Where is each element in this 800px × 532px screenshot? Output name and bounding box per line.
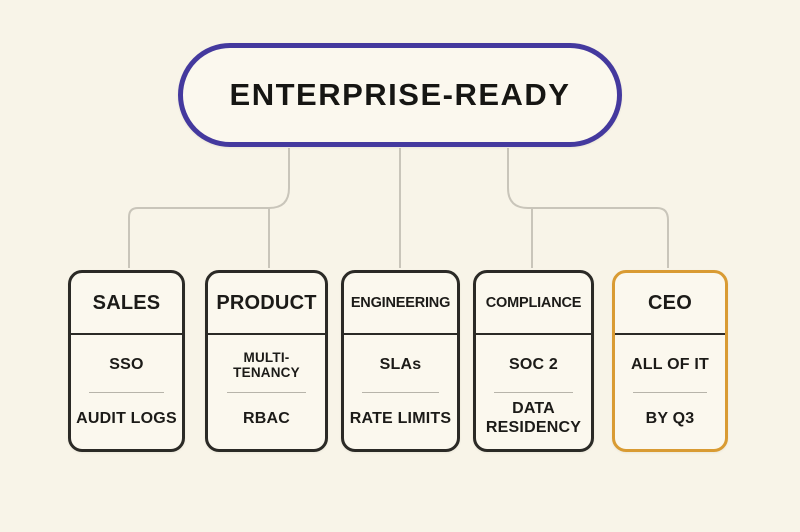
item-divider: [88, 391, 165, 393]
org-column: CEO ALL OF IT BY Q3: [612, 270, 728, 452]
column-item: MULTI-TENANCY: [233, 349, 300, 381]
column-items: SSO AUDIT LOGS: [71, 335, 182, 449]
column-header: SALES: [71, 273, 182, 335]
item-divider: [362, 391, 439, 393]
column-item: BY Q3: [645, 409, 695, 427]
column-items: MULTI-TENANCY RBAC: [208, 335, 325, 449]
column-header: CEO: [615, 273, 725, 335]
item-divider: [226, 391, 307, 393]
column-items: ALL OF IT BY Q3: [615, 335, 725, 449]
column-item: RBAC: [242, 409, 291, 427]
column-item: SSO: [109, 356, 144, 374]
column-items: SOC 2 DATA RESIDENCY: [476, 335, 591, 449]
column-item: SLAs: [379, 356, 422, 374]
item-divider: [632, 391, 708, 393]
column-item: SOC 2: [508, 356, 558, 374]
connector-right: [507, 148, 669, 268]
org-column: PRODUCT MULTI-TENANCY RBAC: [205, 270, 328, 452]
org-column: SALES SSO AUDIT LOGS: [68, 270, 185, 452]
column-header: COMPLIANCE: [476, 273, 591, 335]
root-node-title: ENTERPRISE-READY: [229, 77, 571, 112]
column-item: RATE LIMITS: [349, 409, 452, 427]
column-item: DATA RESIDENCY: [485, 400, 582, 436]
connector-left: [128, 148, 290, 268]
root-node-pill: ENTERPRISE-READY: [178, 43, 622, 147]
column-header: PRODUCT: [208, 273, 325, 335]
column-item: ALL OF IT: [631, 356, 709, 374]
column-item: AUDIT LOGS: [76, 409, 177, 427]
org-column: COMPLIANCE SOC 2 DATA RESIDENCY: [473, 270, 594, 452]
item-divider: [494, 391, 573, 393]
column-header: ENGINEERING: [344, 273, 457, 335]
